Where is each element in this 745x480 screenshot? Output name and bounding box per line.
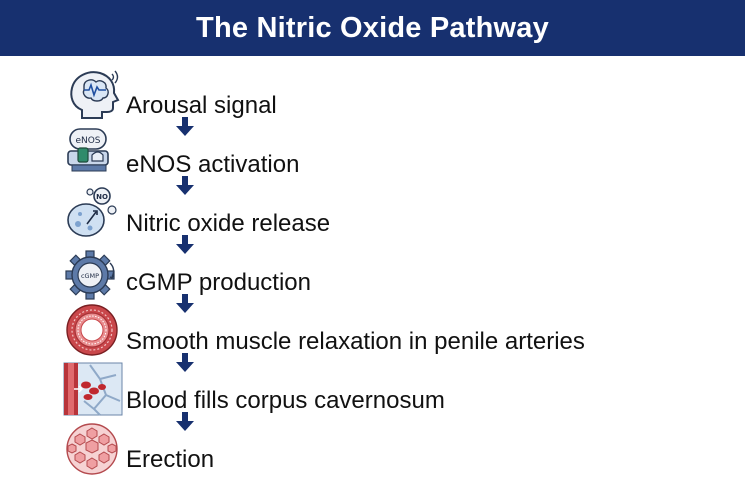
page-title: The Nitric Oxide Pathway — [196, 11, 549, 44]
step-erection: Erection — [60, 420, 700, 478]
no-release-cell-icon: NO — [60, 184, 124, 242]
step-nitric-oxide-release: NO Nitric oxide release — [60, 184, 700, 242]
down-arrow-icon — [175, 294, 195, 314]
enos-icon-text: eNOS — [75, 136, 100, 146]
tissue-cells-icon — [60, 420, 124, 478]
step-label: Erection — [126, 446, 215, 473]
step-label: Nitric oxide release — [126, 210, 331, 237]
no-icon-text: NO — [96, 193, 108, 201]
step-blood-fills-corpus-cavernosum: Blood fills corpus cavernosum — [60, 361, 700, 419]
step-cgmp-production: cGMP cGMP production — [60, 243, 700, 301]
step-smooth-muscle-relaxation: Smooth muscle relaxation in penile arter… — [60, 302, 700, 360]
artery-cross-section-icon — [60, 302, 124, 360]
title-banner: The Nitric Oxide Pathway — [0, 0, 745, 56]
cgmp-icon-text: cGMP — [81, 272, 99, 280]
down-arrow-icon — [175, 412, 195, 432]
step-label: eNOS activation — [126, 151, 300, 178]
down-arrow-icon — [175, 117, 195, 137]
step-label: Smooth muscle relaxation in penile arter… — [126, 328, 585, 355]
down-arrow-icon — [175, 235, 195, 255]
brain-signal-icon — [60, 66, 124, 124]
blood-vessel-icon — [60, 361, 124, 419]
cgmp-gear-icon: cGMP — [60, 243, 124, 301]
down-arrow-icon — [175, 176, 195, 196]
enos-enzyme-icon: eNOS — [60, 125, 124, 183]
step-label: cGMP production — [126, 269, 311, 296]
step-label: Blood fills corpus cavernosum — [126, 387, 445, 414]
step-label: Arousal signal — [126, 92, 277, 119]
step-arousal-signal: Arousal signal — [60, 66, 700, 124]
step-enos-activation: eNOS eNOS activation — [60, 125, 700, 183]
down-arrow-icon — [175, 353, 195, 373]
